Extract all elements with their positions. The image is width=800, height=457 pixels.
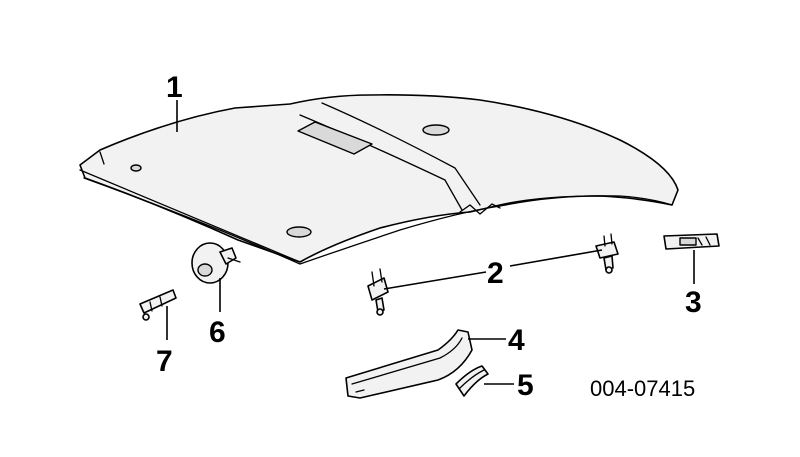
callout-1: 1 bbox=[166, 71, 183, 104]
callout-7: 7 bbox=[156, 345, 173, 378]
figure-code: 004-07415 bbox=[590, 376, 695, 401]
clip-part-3 bbox=[663, 233, 720, 250]
callout-4: 4 bbox=[508, 324, 525, 357]
leader-2-left bbox=[383, 271, 487, 290]
fastener-part-2-left bbox=[367, 268, 389, 316]
clip-part-7 bbox=[139, 289, 177, 321]
callout-2: 2 bbox=[487, 257, 504, 290]
bracket-part-6 bbox=[191, 242, 241, 284]
trim-part-5 bbox=[455, 365, 489, 397]
callout-6: 6 bbox=[209, 316, 226, 349]
headliner-part-1 bbox=[79, 94, 679, 265]
callout-3: 3 bbox=[685, 286, 702, 319]
leader-2-right bbox=[509, 249, 603, 267]
fastener-part-2-right bbox=[595, 233, 619, 274]
callout-5: 5 bbox=[517, 369, 534, 402]
trim-part-4 bbox=[345, 329, 473, 399]
